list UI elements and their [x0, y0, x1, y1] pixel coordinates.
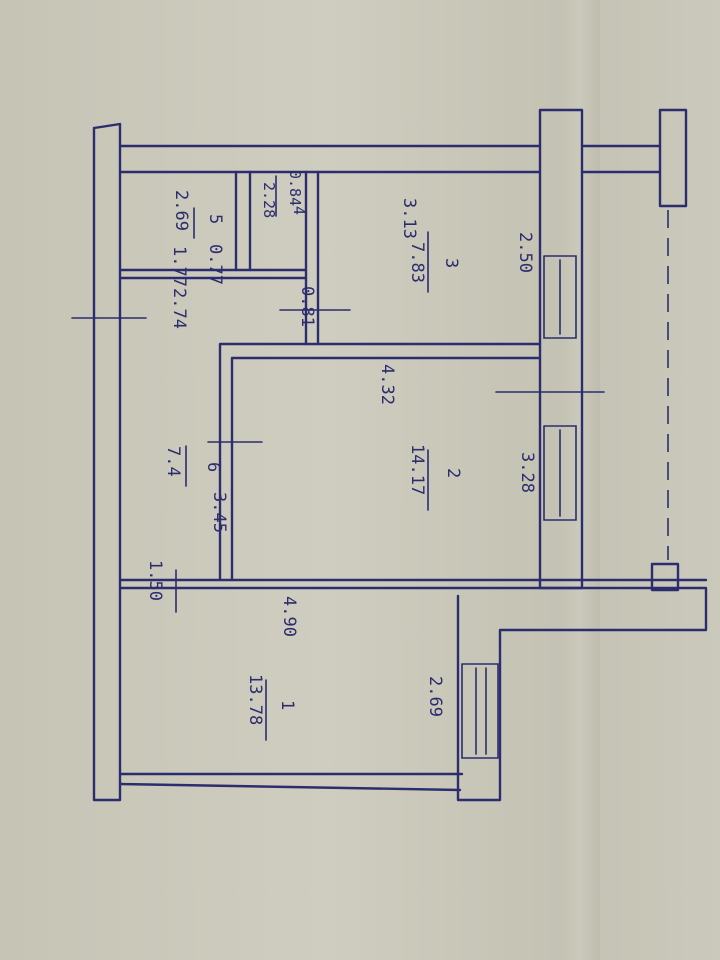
right-exterior-wall	[495, 108, 605, 590]
room2-area: 14.17	[407, 444, 427, 495]
room1-number: 1	[277, 700, 297, 710]
room1-dim-a: 4.90	[279, 596, 299, 637]
room3-area: 7.83	[407, 242, 427, 283]
top-wall	[118, 144, 662, 174]
room1-label: 4.90 1 13.78 2.69	[245, 596, 445, 741]
room5-number: 5	[205, 214, 225, 224]
outer-wall-left	[71, 122, 147, 802]
room3-number: 3	[441, 258, 461, 268]
room6-area: 7.4	[163, 446, 183, 477]
room6-dim-c: 2.74	[169, 288, 189, 329]
room1-area: 13.78	[245, 674, 265, 725]
room4-area: 2.28	[260, 182, 278, 218]
room5-dim-b: 0.77	[205, 244, 225, 285]
room1-walls	[118, 569, 502, 802]
room2-label: 4.32 2 14.17 3.28	[377, 364, 537, 511]
room5-area: 1.77	[169, 246, 189, 287]
room2-walls	[207, 342, 542, 582]
room1-dim-b: 2.69	[425, 676, 445, 717]
bathroom-partitions	[118, 170, 351, 346]
room6-dim-d: 0.81	[297, 286, 317, 327]
room3-dim-b: 2.50	[515, 232, 535, 273]
room3-dim-a: 3.13	[399, 198, 419, 239]
room5-dim-a: 2.69	[171, 190, 191, 231]
balcony-frame	[650, 108, 688, 592]
room2-number: 2	[443, 468, 463, 478]
room2-dim-a: 4.32	[377, 364, 397, 405]
room5-label: 5 2.69 0.77 1.77	[169, 190, 225, 287]
room6-dim-b: 1.50	[145, 560, 165, 601]
room3-label: 3.13 3 7.83 2.50	[399, 198, 535, 293]
room4-number: 4	[290, 206, 308, 215]
room4-dim-a: 0.84	[286, 170, 304, 206]
room6-number: 6	[203, 462, 223, 472]
room4-label: 0.84 4 2.28	[260, 170, 308, 218]
room6-label: 2.74 0.81 6 7.4 3.45 1.50	[145, 286, 317, 601]
room2-dim-b: 3.28	[517, 452, 537, 493]
paper-fold-crease	[560, 0, 600, 960]
room6-dim-a: 3.45	[209, 492, 229, 533]
wall-room2-room1	[118, 578, 708, 642]
